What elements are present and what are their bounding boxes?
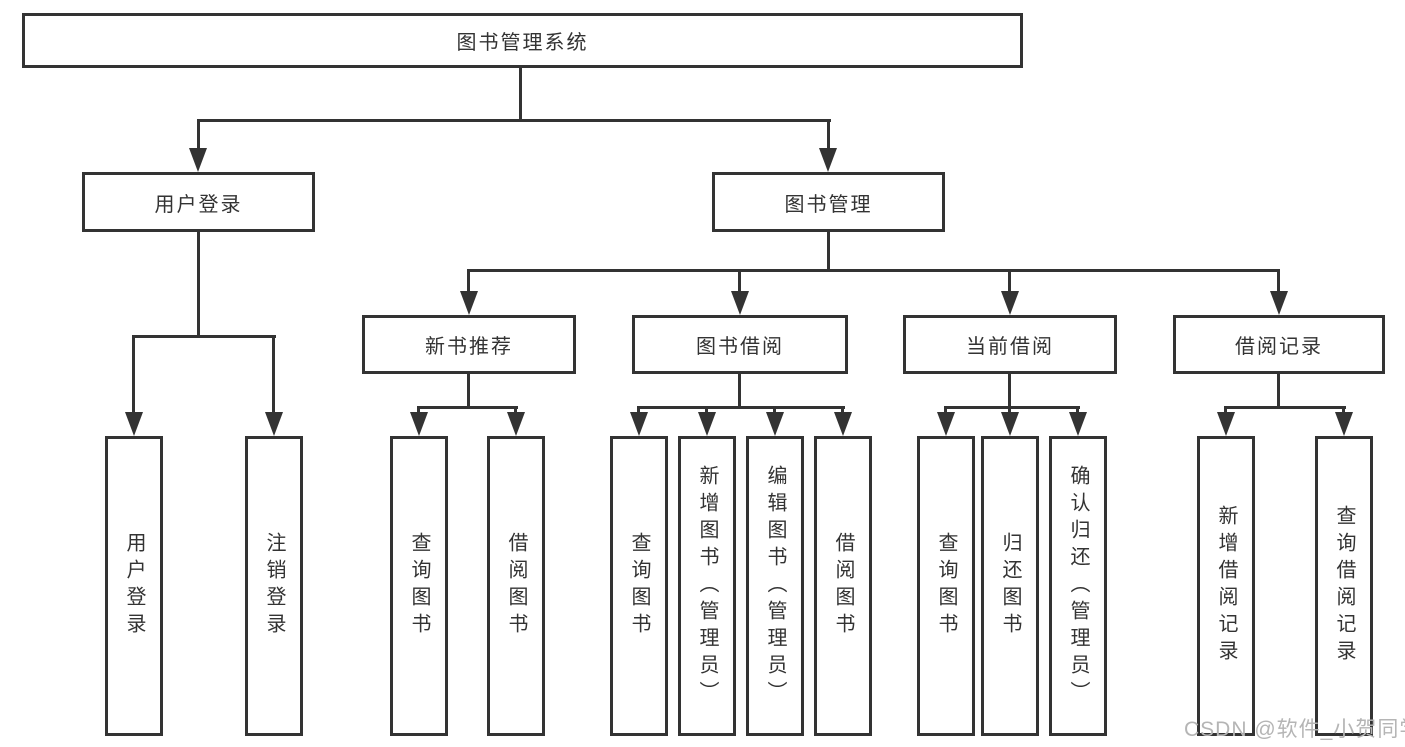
arrow-down-icon [507,412,525,436]
node-label: 借阅记录 [1235,336,1323,358]
connector-newbook-stem [467,374,470,408]
leaf-label: 注销登录 [263,532,285,640]
leaf-logout: 注销登录 [245,436,303,736]
connector-drop-leaf [841,406,844,415]
connector-bookmgmt-crossbar [467,269,1280,272]
connector-drop-leaf [1224,406,1227,415]
connector-drop-leaf [773,406,776,415]
leaf-add-borrow-record: 新增借阅记录 [1197,436,1255,736]
connector-userlogin-crossbar [132,335,276,338]
leaf-confirm-return-admin: 确认归还（管理员） [1049,436,1107,736]
arrow-down-icon [460,291,478,315]
leaf-query-borrow-record: 查询借阅记录 [1315,436,1373,736]
connector-drop-level3 [738,269,741,295]
arrow-down-icon [265,412,283,436]
leaf-label: 查询图书 [935,532,957,640]
node-book-borrowing: 图书借阅 [632,315,848,374]
connector-drop-leaf [272,335,275,415]
connector-drop-leaf [417,406,420,415]
leaf-label: 查询图书 [628,532,650,640]
arrow-down-icon [698,412,716,436]
node-user-login: 用户登录 [82,172,315,232]
connector-newbook-crossbar [417,406,518,409]
arrow-down-icon [937,412,955,436]
node-label: 当前借阅 [966,336,1054,358]
leaf-borrow-books-borrowing: 借阅图书 [814,436,872,736]
arrow-down-icon [819,148,837,172]
connector-borrow-stem [738,374,741,408]
leaf-label: 用户登录 [123,532,145,640]
connector-drop-leaf [944,406,947,415]
leaf-user-login: 用户登录 [105,436,163,736]
node-label: 图书管理系统 [456,32,589,54]
connector-drop-level3 [1008,269,1011,295]
leaf-label: 确认归还（管理员） [1067,464,1089,708]
connector-drop-leaf [514,406,517,415]
arrow-down-icon [1335,412,1353,436]
connector-borrow-crossbar [637,406,845,409]
node-label: 用户登录 [154,193,243,216]
connector-drop-user-login [197,119,200,151]
connector-records-crossbar [1224,406,1346,409]
leaf-label: 新增借阅记录 [1215,505,1237,667]
leaf-label: 借阅图书 [505,532,527,640]
connector-root-stem [519,68,522,120]
node-current-borrowing: 当前借阅 [903,315,1117,374]
node-label: 新书推荐 [425,336,513,358]
connector-drop-level3 [1277,269,1280,295]
connector-root-crossbar [197,119,831,122]
connector-drop-leaf [1008,406,1011,415]
arrow-down-icon [630,412,648,436]
arrow-down-icon [1270,291,1288,315]
connector-current-crossbar [944,406,1080,409]
connector-drop-leaf [637,406,640,415]
leaf-label: 查询借阅记录 [1333,505,1355,667]
arrow-down-icon [189,148,207,172]
arrow-down-icon [1217,412,1235,436]
leaf-borrow-books-recommend: 借阅图书 [487,436,545,736]
connector-drop-leaf [705,406,708,415]
arrow-down-icon [410,412,428,436]
connector-drop-leaf [132,335,135,415]
connector-current-stem [1008,374,1011,408]
arrow-down-icon [766,412,784,436]
leaf-query-books-recommend: 查询图书 [390,436,448,736]
leaf-edit-book-admin: 编辑图书（管理员） [746,436,804,736]
node-borrowing-records: 借阅记录 [1173,315,1385,374]
connector-drop-level3 [467,269,470,295]
arrow-down-icon [731,291,749,315]
leaf-label: 借阅图书 [832,532,854,640]
watermark: CSDN @软件_小贺同学 [1184,718,1405,741]
leaf-label: 查询图书 [408,532,430,640]
connector-drop-leaf [1076,406,1079,415]
node-book-management: 图书管理 [712,172,945,232]
arrow-down-icon [1001,291,1019,315]
node-library-management-system: 图书管理系统 [22,13,1023,68]
leaf-label: 编辑图书（管理员） [764,464,786,708]
connector-drop-leaf [1342,406,1345,415]
leaf-add-book-admin: 新增图书（管理员） [678,436,736,736]
leaf-label: 归还图书 [999,532,1021,640]
arrow-down-icon [834,412,852,436]
connector-records-stem [1277,374,1280,408]
node-label: 图书借阅 [696,336,784,358]
arrow-down-icon [1069,412,1087,436]
arrow-down-icon [125,412,143,436]
connector-userlogin-stem [197,232,200,336]
node-label: 图书管理 [784,193,873,216]
leaf-label: 新增图书（管理员） [696,464,718,708]
connector-bookmgmt-stem [827,232,830,272]
arrow-down-icon [1001,412,1019,436]
node-new-book-recommendation: 新书推荐 [362,315,576,374]
leaf-query-books-current: 查询图书 [917,436,975,736]
leaf-return-book: 归还图书 [981,436,1039,736]
leaf-query-books-borrowing: 查询图书 [610,436,668,736]
connector-drop-book-mgmt [827,119,830,151]
